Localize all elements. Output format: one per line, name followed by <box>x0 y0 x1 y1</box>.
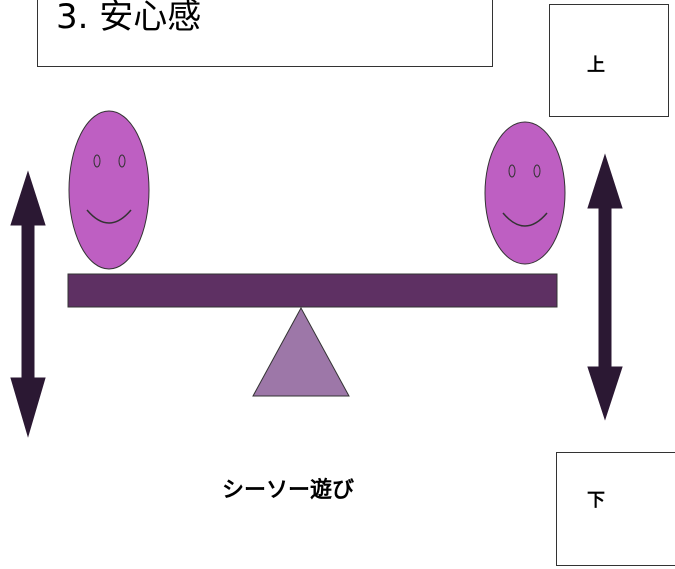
down-label-box: 下 <box>556 452 675 566</box>
up-label: 上 <box>587 55 605 76</box>
seesaw-plank <box>67 273 558 308</box>
seesaw-fulcrum <box>252 306 350 397</box>
seesaw-caption: シーソー遊び <box>222 478 355 503</box>
up-label-box: 上 <box>549 4 669 117</box>
right-smiley-icon <box>484 121 566 265</box>
left-double-arrow-icon <box>10 170 46 438</box>
title-box: 3. 安心感 <box>37 0 493 67</box>
down-label: 下 <box>587 490 605 511</box>
left-smiley-icon <box>68 110 150 270</box>
title-text: 3. 安心感 <box>56 0 202 37</box>
right-double-arrow-icon <box>587 153 623 421</box>
